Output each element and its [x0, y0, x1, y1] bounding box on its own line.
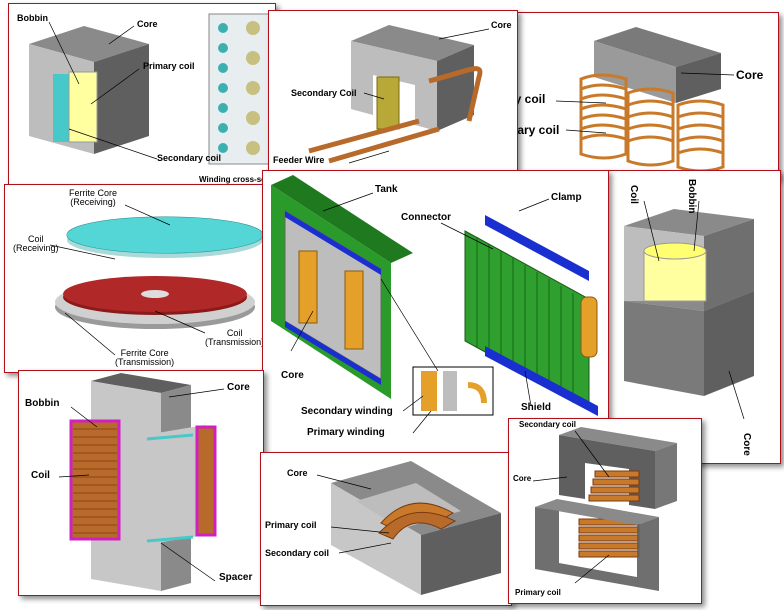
panel-pot-core-cutaway: Bobbin Core Primary coil Secondary coil …: [8, 3, 276, 188]
planar-core-illustration: [316, 461, 501, 595]
panel-wireless-ferrite-discs: Ferrite Core (Receiving) Coil (Receiving…: [4, 184, 264, 373]
label-spacer: Spacer: [219, 572, 253, 583]
label-core: Core: [491, 20, 512, 30]
label-tank: Tank: [375, 184, 398, 195]
label-coil: Coil: [31, 470, 50, 481]
label-bobbin: Bobbin: [25, 398, 60, 409]
label-secondary-coil-partial: dary coil: [510, 123, 560, 137]
label-bobbin: Bobbin: [17, 13, 48, 23]
panel-pot-core-coil-bobbin: Coil Bobbin Core: [603, 170, 781, 464]
label-core: Core: [287, 468, 308, 478]
label-ferrite-core-transmission: Ferrite Core (Transmission): [115, 348, 175, 368]
panel-power-transformer: Tank Connector Clamp Core Shield Seconda…: [262, 170, 609, 467]
label-coil-receiving: Coil (Receiving): [13, 234, 59, 254]
stacked-e-core-illustration: [532, 427, 677, 591]
pot-core-coil-illustration: [624, 200, 754, 420]
label-primary-coil: Primary coil: [143, 61, 195, 71]
label-secondary-coil: Secondary coil: [519, 420, 576, 429]
label-core: Core: [227, 382, 250, 393]
label-core: Core: [513, 474, 532, 483]
label-core: Core: [137, 19, 158, 29]
label-primary-coil: Primary coil: [515, 588, 561, 597]
panel-feeder-wire-core: Core Secondary Coil Feeder Wire: [268, 10, 518, 172]
label-core: Core: [741, 433, 752, 456]
label-primary-winding: Primary winding: [307, 427, 385, 438]
label-secondary-winding: Secondary winding: [301, 406, 393, 417]
pot-core-illustration: [29, 13, 270, 165]
label-connector: Connector: [401, 212, 451, 223]
label-bobbin: Bobbin: [686, 179, 697, 214]
label-secondary-coil: Secondary coil: [265, 548, 330, 558]
label-primary-coil: Primary coil: [265, 520, 317, 530]
three-leg-core-illustration: [555, 27, 735, 173]
label-core: Core: [281, 370, 304, 381]
spacer-core-illustration: [58, 373, 225, 591]
feeder-core-illustration: [308, 25, 490, 164]
power-transformer-illustration: [271, 175, 598, 434]
label-winding-caption: Winding cross-sec: [199, 175, 271, 184]
panel-stacked-e-core: Secondary coil Core Primary coil: [508, 418, 702, 604]
panel-planar-core: Core Primary coil Secondary coil: [260, 452, 512, 606]
label-primary-coil-partial: ry coil: [510, 92, 546, 106]
ferrite-discs-illustration: [49, 204, 263, 356]
panel-three-leg-core: ry coil dary coil Core: [505, 12, 779, 180]
label-core: Core: [736, 68, 764, 82]
label-feeder-wire: Feeder Wire: [273, 155, 325, 165]
label-coil-transmission: Coil (Transmission): [205, 328, 264, 348]
label-shield: Shield: [521, 402, 552, 413]
label-ferrite-core-receiving: Ferrite Core (Receiving): [69, 188, 118, 208]
label-secondary-coil: Secondary coil: [157, 153, 222, 163]
panel-core-with-spacer: Core Bobbin Coil Spacer: [18, 370, 264, 596]
label-clamp: Clamp: [551, 192, 582, 203]
label-secondary-coil: Secondary Coil: [291, 88, 357, 98]
label-coil: Coil: [628, 185, 639, 204]
